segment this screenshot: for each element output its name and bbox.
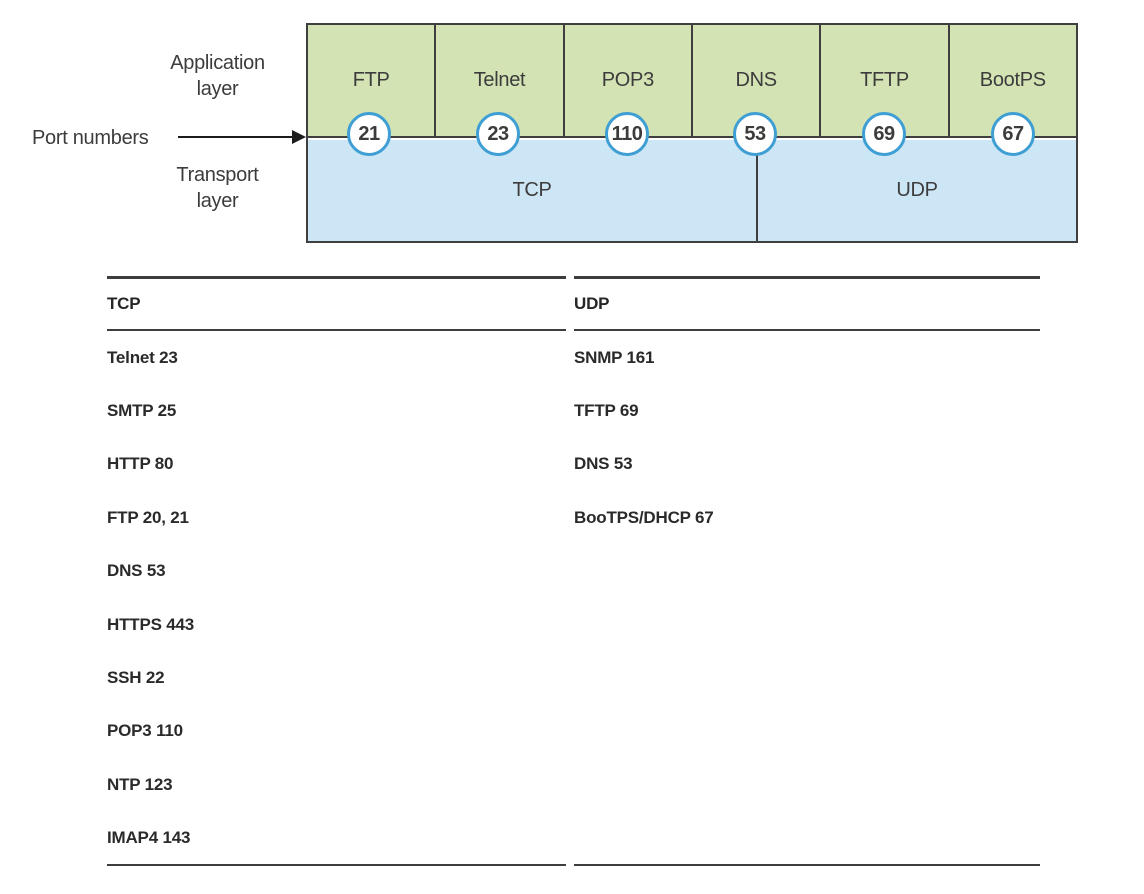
app-box-pop3-label: POP3 (601, 69, 654, 91)
transport-layer-label-line1: Transport (176, 164, 259, 186)
port-circle-23: 23 (476, 112, 520, 156)
app-box-ftp-label: FTP (352, 69, 390, 91)
app-box-dns-label: DNS (735, 69, 777, 91)
udp-ports-table: UDP SNMP 161 TFTP 69 DNS 53 BooTPS/DHCP … (574, 276, 1040, 866)
protocol-stack-diagram: FTP Telnet POP3 DNS TFTP BootPS TCP UDP … (306, 23, 1078, 243)
port-circle-67-value: 67 (1002, 122, 1024, 145)
port-circle-23-value: 23 (487, 122, 509, 145)
table-row: Telnet 23 (107, 347, 178, 367)
table-row: SSH 22 (107, 668, 165, 688)
table-row: HTTPS 443 (107, 614, 195, 634)
udp-region: UDP (758, 140, 1076, 241)
tcp-table-header: TCP (107, 279, 566, 331)
port-circle-21: 21 (347, 112, 391, 156)
table-row: DNS 53 (574, 454, 633, 474)
application-layer-label-line1: Application (170, 52, 265, 74)
table-row: NTP 123 (107, 774, 173, 794)
table-row: POP3 110 (107, 721, 183, 741)
transport-layer-row: TCP UDP (308, 140, 1076, 241)
application-layer-label-line2: layer (196, 78, 239, 100)
udp-region-label: UDP (896, 179, 938, 201)
table-row: SNMP 161 (574, 347, 655, 367)
table-row: IMAP4 143 (107, 828, 191, 848)
transport-layer-label-line2: layer (196, 190, 239, 212)
port-numbers-arrowhead-icon (292, 130, 306, 144)
udp-table-header: UDP (574, 279, 1040, 331)
port-circle-110: 110 (605, 112, 649, 156)
port-circle-69-value: 69 (873, 122, 895, 145)
port-circle-53-value: 53 (744, 122, 766, 145)
tcp-region-label: TCP (512, 179, 552, 201)
application-layer-label: Application layer (140, 50, 295, 102)
table-row: HTTP 80 (107, 454, 174, 474)
table-row: BooTPS/DHCP 67 (574, 507, 714, 527)
app-box-telnet-label: Telnet (473, 69, 526, 91)
tcp-ports-table: TCP Telnet 23 SMTP 25 HTTP 80 FTP 20, 21… (107, 276, 566, 866)
application-layer-row: FTP Telnet POP3 DNS TFTP BootPS (308, 25, 1076, 138)
port-numbers-arrow-line (178, 136, 296, 138)
transport-layer-label: Transport layer (140, 162, 295, 214)
app-box-bootps-label: BootPS (979, 69, 1046, 91)
port-circle-69: 69 (862, 112, 906, 156)
table-row: FTP 20, 21 (107, 507, 189, 527)
tcp-region: TCP (308, 140, 758, 241)
table-row: SMTP 25 (107, 401, 177, 421)
table-row: TFTP 69 (574, 401, 639, 421)
table-row: DNS 53 (107, 561, 166, 581)
port-circle-67: 67 (991, 112, 1035, 156)
port-circle-21-value: 21 (358, 122, 380, 145)
port-circle-53: 53 (733, 112, 777, 156)
app-box-tftp-label: TFTP (860, 69, 909, 91)
port-numbers-label: Port numbers (32, 127, 149, 149)
port-circle-110-value: 110 (611, 122, 643, 145)
